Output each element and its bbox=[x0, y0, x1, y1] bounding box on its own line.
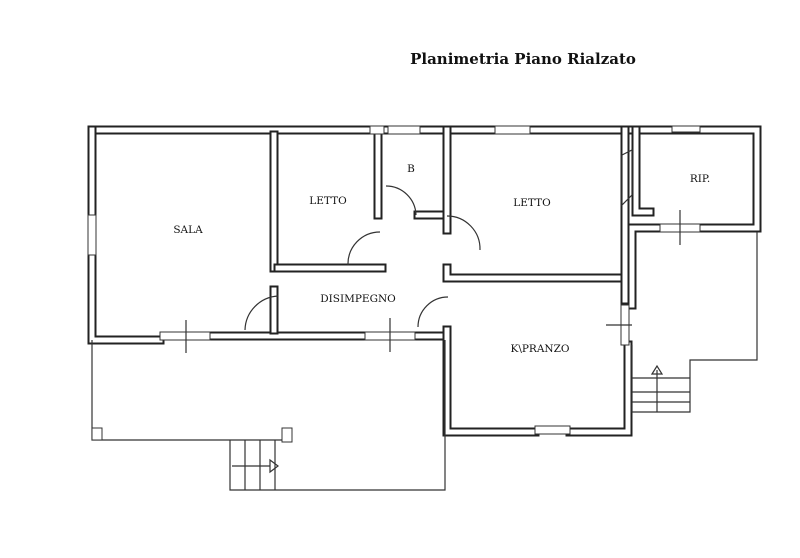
plan-title: Planimetria Piano Rialzato bbox=[410, 50, 636, 68]
wall-segment bbox=[633, 127, 653, 215]
wall-segment bbox=[89, 127, 760, 231]
room-label-letto-2: LETTO bbox=[513, 197, 551, 209]
room-label-letto-1: LETTO bbox=[309, 195, 347, 207]
wall-segment bbox=[444, 327, 631, 435]
room-label-disimpegno: DISIMPEGNO bbox=[320, 293, 396, 305]
room-label-cucina-pranzo: K\PRANZO bbox=[510, 343, 569, 355]
wall-segment bbox=[87, 125, 450, 345]
walls bbox=[87, 125, 762, 437]
wall-segment bbox=[89, 127, 448, 343]
room-labels: SALA LETTO B LETTO RIP. DISIMPEGNO K\PRA… bbox=[173, 163, 710, 355]
doors bbox=[244, 149, 633, 331]
wall-segment bbox=[444, 265, 628, 281]
room-label-sala: SALA bbox=[173, 224, 203, 236]
wall-segment bbox=[627, 223, 665, 310]
wall-segment bbox=[629, 225, 663, 308]
room-label-bagno: B bbox=[407, 163, 415, 175]
windows bbox=[87, 125, 701, 435]
room-label-ripostiglio: RIP. bbox=[690, 173, 710, 185]
terraces-and-stairs bbox=[91, 232, 758, 491]
